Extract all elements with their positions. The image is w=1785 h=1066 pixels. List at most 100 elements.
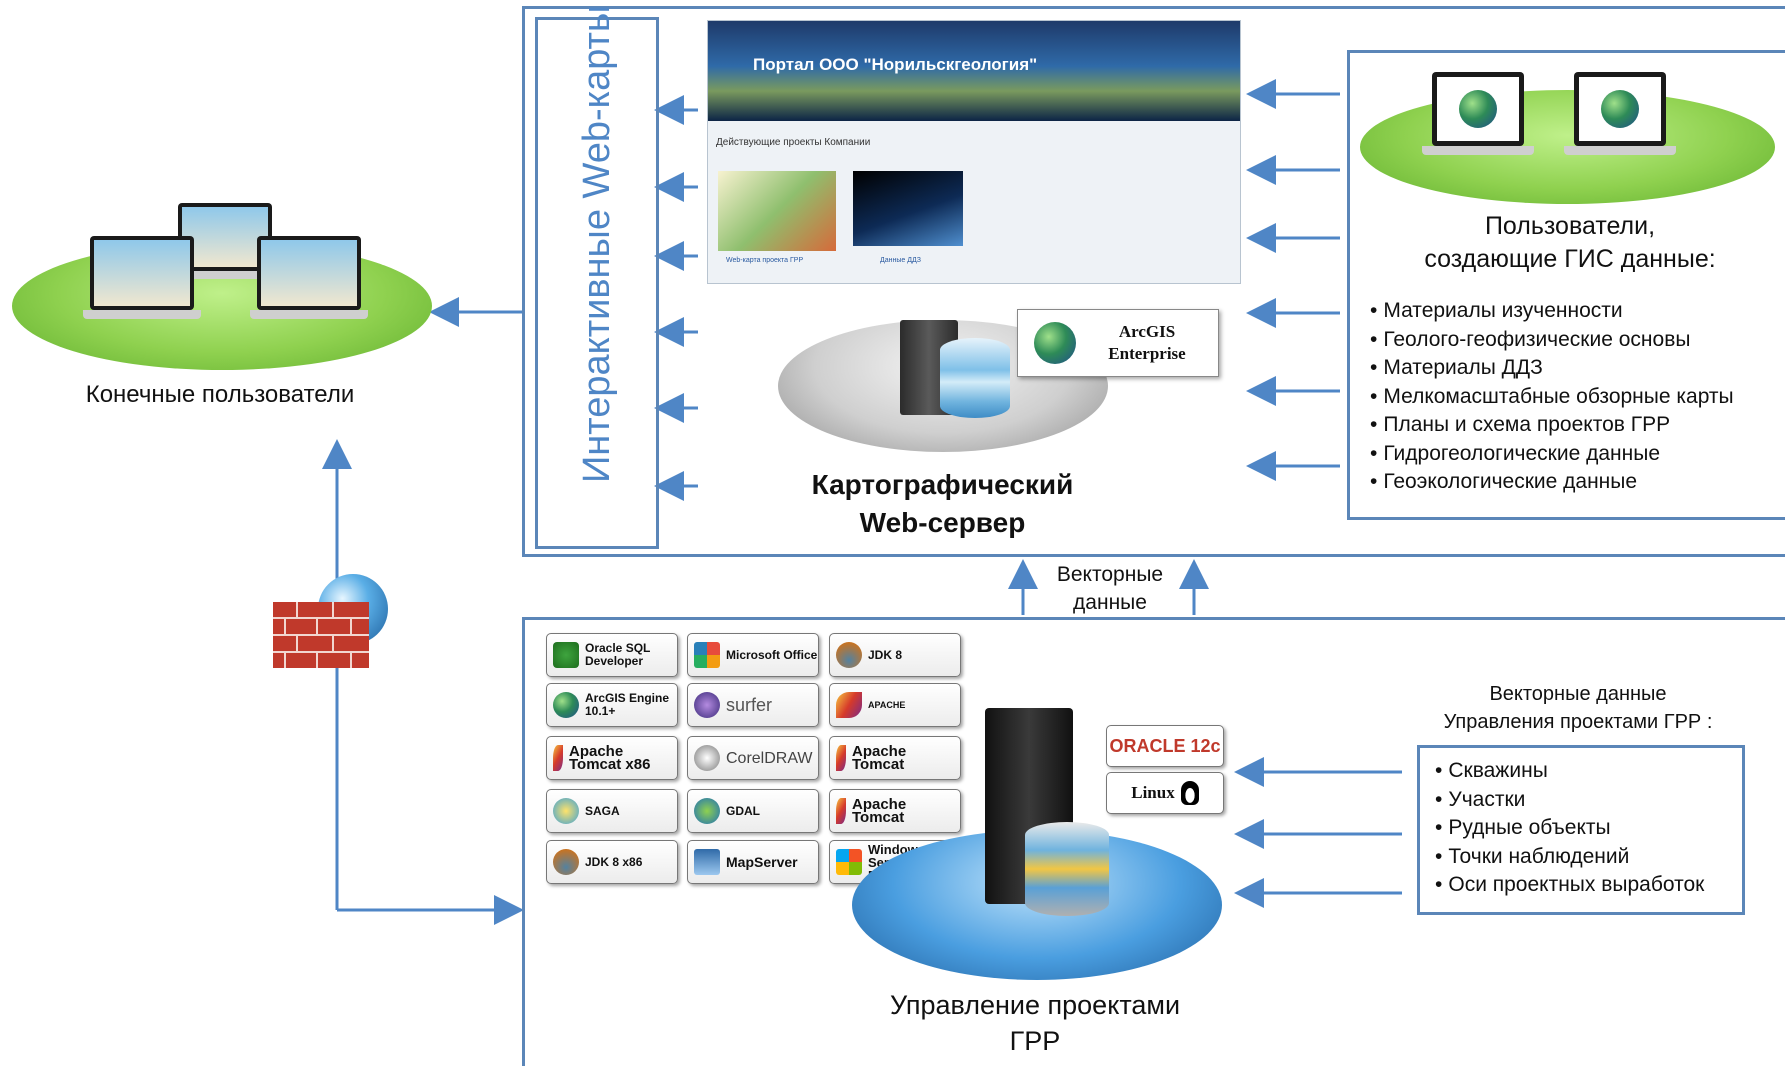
software-label: CorelDRAW	[726, 749, 813, 767]
gdal-icon	[694, 798, 720, 824]
arcgis-globe-icon	[1601, 90, 1639, 128]
software-label: MapServer	[726, 853, 798, 870]
web-server-title-line1: Картографический	[811, 469, 1074, 500]
linux-badge: Linux	[1106, 772, 1224, 814]
software-tile: Apache Tomcat	[829, 789, 961, 833]
java-icon	[836, 642, 862, 668]
software-tile: SAGA	[546, 789, 678, 833]
gis-users-title: Пользователи, создающие ГИС данные:	[1370, 210, 1770, 276]
grr-vector-title: Векторные данные Управления проектами ГР…	[1400, 680, 1756, 736]
vector-data-line2: данные	[1073, 591, 1147, 614]
software-tile: CorelDRAW	[687, 736, 819, 780]
portal-thumb-grr[interactable]	[718, 171, 836, 251]
software-tile: APACHE	[829, 683, 961, 727]
web-maps-label-box	[535, 17, 659, 549]
vector-data-line1: Векторные	[1056, 563, 1164, 586]
oracle-12c-badge: ORACLE 12c	[1106, 725, 1224, 767]
software-tile: Apache Tomcat x86	[546, 736, 678, 780]
microsoft-office-icon	[694, 642, 720, 668]
apache-feather-icon	[836, 692, 862, 718]
software-label: Apache Tomcat	[852, 796, 907, 826]
software-label: Oracle SQL Developer	[585, 641, 651, 668]
software-label: JDK 8 x86	[585, 854, 643, 869]
end-users-label: Конечные пользователи	[85, 381, 355, 408]
grr-vector-list: Скважины Участки Рудные объекты Точки на…	[1435, 757, 1704, 900]
software-tile: surfer	[687, 683, 819, 727]
arcgis-enterprise-badge: ArcGIS Enterprise	[1017, 309, 1219, 377]
surfer-icon	[694, 692, 720, 718]
software-label: surfer	[726, 694, 773, 715]
laptop-icon	[83, 236, 201, 331]
software-tile: Oracle SQL Developer	[546, 633, 678, 677]
laptop-icon	[1564, 72, 1676, 155]
grr-vector-title-line2: Управления проектами ГРР :	[1443, 711, 1713, 733]
list-item: Точки наблюдений	[1435, 843, 1704, 872]
portal-section-title: Действующие проекты Компании	[716, 137, 871, 148]
software-label: GDAL	[726, 803, 760, 818]
software-label: SAGA	[585, 803, 620, 818]
grr-title: Управление проектами ГРР	[830, 987, 1240, 1059]
list-item: Планы и схема проектов ГРР	[1370, 411, 1734, 440]
gis-users-title-line1: Пользователи,	[1484, 212, 1656, 240]
list-item: Материалы изученности	[1370, 297, 1734, 326]
web-server-frame	[522, 6, 1785, 557]
firewall-icon	[273, 602, 369, 668]
software-tile: Apache Tomcat	[829, 736, 961, 780]
linux-label: Linux	[1131, 783, 1175, 802]
list-item: Гидрогеологические данные	[1370, 440, 1734, 469]
database-icon	[940, 338, 1010, 418]
laptop-icon	[1422, 72, 1534, 155]
portal-thumb2-label[interactable]: Данные ДДЗ	[880, 257, 921, 264]
web-server-title-line2: Web-сервер	[859, 507, 1026, 538]
arcgis-line1: ArcGIS	[1118, 322, 1176, 341]
saga-icon	[553, 798, 579, 824]
arcgis-globe-icon	[1459, 90, 1497, 128]
tomcat-icon	[836, 745, 846, 771]
laptop-icon	[250, 236, 368, 331]
gis-users-title-line2: создающие ГИС данные:	[1424, 245, 1716, 273]
arcgis-globe-icon	[1034, 322, 1076, 364]
software-label: JDK 8	[868, 647, 903, 662]
list-item: Рудные объекты	[1435, 814, 1704, 843]
web-maps-label: Интерактивные Web-карты	[576, 4, 618, 483]
gis-users-frame	[1347, 50, 1785, 520]
software-tile: JDK 8 x86	[546, 840, 678, 884]
vector-data-label: Векторные данные	[1030, 561, 1190, 617]
mapserver-icon	[694, 849, 720, 875]
arcgis-globe-icon	[553, 692, 579, 718]
portal-banner-title: Портал ООО "Норильскгеология"	[753, 55, 1038, 74]
java-icon	[553, 849, 579, 875]
windows-icon	[836, 849, 862, 875]
list-item: Геоэкологические данные	[1370, 468, 1734, 497]
software-tile: MapServer	[687, 840, 819, 884]
list-item: Участки	[1435, 786, 1704, 815]
list-item: Мелкомасштабные обзорные карты	[1370, 383, 1733, 412]
software-label: Apache Tomcat x86	[569, 743, 651, 773]
tomcat-icon	[553, 745, 563, 771]
software-label: Microsoft Office	[726, 647, 818, 662]
oracle-sql-developer-icon	[553, 642, 579, 668]
oracle-label: ORACLE 12c	[1109, 735, 1221, 756]
list-item: Скважины	[1435, 757, 1704, 786]
software-tile: JDK 8	[829, 633, 961, 677]
portal-thumb1-label[interactable]: Web-карта проекта ГРР	[726, 257, 804, 264]
coreldraw-icon	[694, 745, 720, 771]
list-item: Геолого-геофизические основы	[1370, 326, 1734, 355]
tux-icon	[1180, 781, 1199, 805]
laptop-icon	[172, 203, 278, 293]
web-server-title: Картографический Web-сервер	[770, 466, 1115, 542]
software-tile: ArcGIS Engine 10.1+	[546, 683, 678, 727]
database-icon	[1025, 822, 1109, 916]
gis-data-list: Материалы изученности Геолого-геофизичес…	[1370, 297, 1734, 497]
software-label: APACHE	[868, 699, 906, 710]
software-tile: Microsoft Office	[687, 633, 819, 677]
software-label: ArcGIS Engine 10.1+	[585, 691, 670, 718]
grr-title-line1: Управление проектами	[889, 990, 1181, 1020]
portal-banner: Портал ООО "Норильскгеология"	[708, 21, 1240, 121]
portal-thumb-satellite[interactable]	[853, 171, 963, 246]
tomcat-icon	[836, 798, 846, 824]
grr-frame	[522, 617, 1785, 1066]
list-item: Материалы ДДЗ	[1370, 354, 1734, 383]
software-tile: GDAL	[687, 789, 819, 833]
